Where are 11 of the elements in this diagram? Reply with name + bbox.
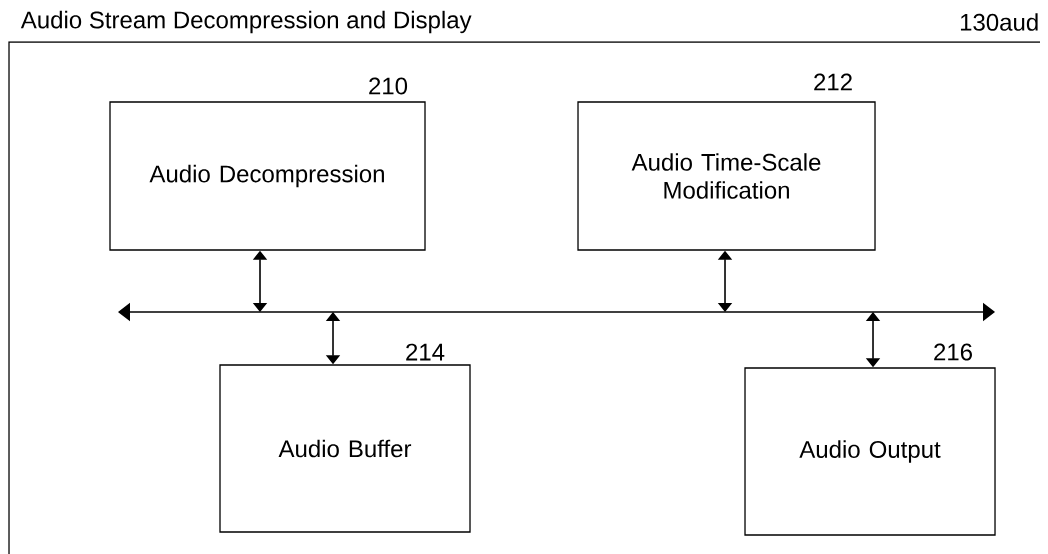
- reference-number: 214: [406, 343, 445, 361]
- figure-number: 130aud: [960, 13, 1038, 31]
- reference-number: 212: [814, 73, 852, 91]
- process-box: Audio Decompression: [109, 101, 426, 251]
- bus-line: [118, 302, 995, 322]
- reference-number: 216: [934, 343, 972, 361]
- reference-number: 210: [369, 77, 408, 95]
- process-box: Audio Output: [744, 367, 996, 536]
- title: Audio Stream Decompression and Display: [20, 10, 472, 34]
- process-box: Audio Buffer: [219, 364, 471, 533]
- process-box: Audio Time-Scale Modification: [577, 101, 876, 251]
